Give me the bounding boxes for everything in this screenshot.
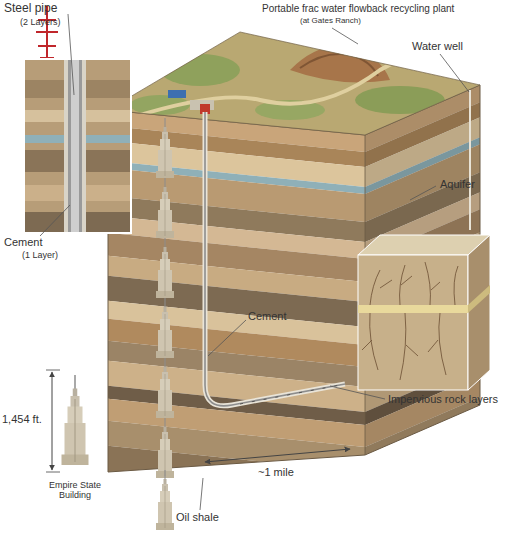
layer-label: Aquifer [440, 178, 475, 191]
part-label: Cement [248, 310, 287, 323]
layer-label: Impervious rock layers [388, 393, 498, 406]
part-label: Cement [4, 236, 43, 249]
part-note: (2 Layers) [20, 17, 61, 27]
layer-label: Oil shale [176, 511, 219, 524]
building-label: Empire State Building [38, 480, 112, 501]
part-note: (1 Layer) [22, 250, 58, 260]
plant-note: (at Gates Ranch) [300, 16, 361, 25]
plant-label: Portable frac water flowback recycling p… [262, 3, 454, 15]
dimension-label: 1,454 ft. [2, 413, 42, 426]
dimension-label: ~1 mile [258, 466, 294, 479]
part-label: Steel pipe [4, 2, 57, 16]
part-label: Water well [412, 40, 463, 53]
